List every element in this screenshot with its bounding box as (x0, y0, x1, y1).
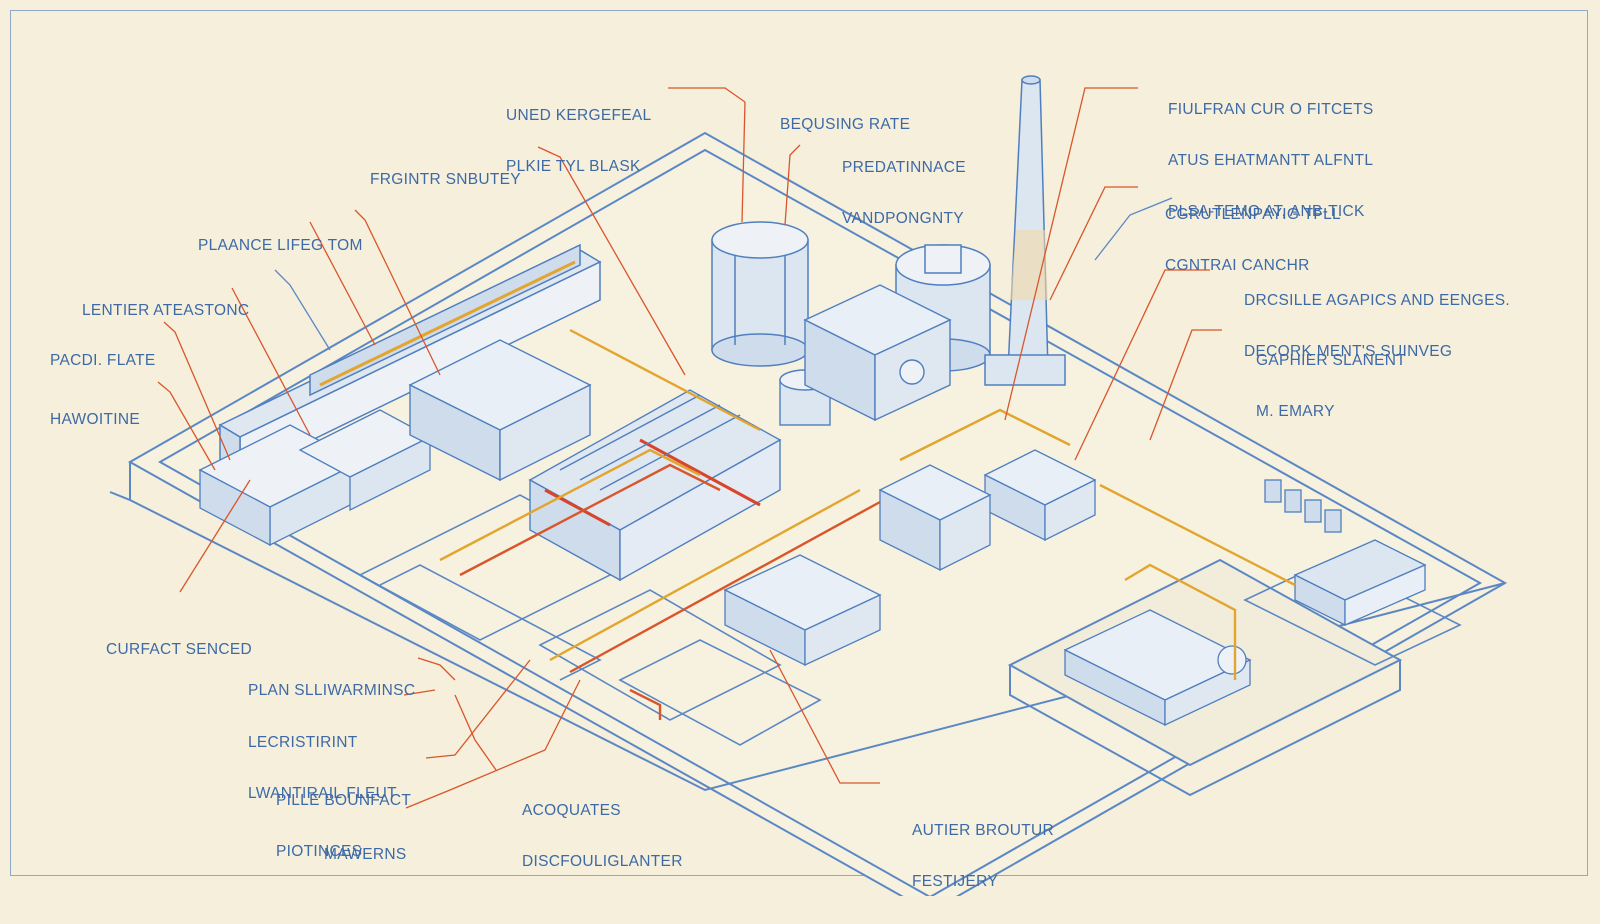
label-fiulfran: FIULFRAN CUR O FITCETS ATUS EHATMANTT AL… (1168, 67, 1374, 254)
bottom-right-complex (1063, 609, 1252, 727)
storage-tank-left (711, 221, 809, 367)
label-lentier-line1: LENTIER ATEASTONC (82, 302, 250, 319)
label-gaphier-line1: GAPHIER SLANENT (1256, 352, 1407, 369)
label-predatinnace-line1: PREDATINNACE (842, 159, 966, 176)
isometric-plant-drawing (109, 75, 1508, 896)
label-gaphier-slanent: GAPHIER SLANENT M. EMARY (1256, 318, 1406, 454)
label-plaance-lifeg-tom: PLAANCE LIFEG TOM (198, 203, 363, 288)
label-cgrutlenpaig-line1: CGRUTLENPAYIG TFLL (1165, 206, 1341, 223)
label-acoquates-line1: ACOQUATES (522, 802, 621, 819)
label-pille-line2: PIOTINCES (276, 843, 363, 860)
label-bequsing-rate: BEQUSING RATE (780, 82, 910, 167)
label-autier-line1: AUTIER BROUTUR (912, 822, 1054, 839)
label-predatinnace: PREDATINNACE VANDPONGNTY (842, 125, 966, 261)
label-curfact-line1: CURFACT SENCED (106, 641, 253, 658)
drawing-frame (10, 10, 1588, 876)
label-hawoitine: HAWOITINE (50, 377, 140, 462)
label-uned-line2: PLKIE TYL BLASK (506, 158, 641, 175)
label-plan-slliwarminsc: PLAN SLLIWARMINSC (248, 648, 415, 733)
label-drcsille: DRCSILLE AGAPICS AND EENGES. DECORK MENT… (1244, 258, 1510, 394)
pipe-runs (439, 328, 1296, 720)
label-bequsing-line1: BEQUSING RATE (780, 116, 911, 133)
leader-lines (157, 87, 1222, 809)
label-acoquates: ACOQUATES DISCFOULIGLANTER (522, 768, 683, 904)
label-drcsille-line2: DECORK MENT'S SUINVEG (1244, 343, 1453, 360)
label-cgrutlenpaig: CGRUTLENPAYIG TFLL CGNTRAI CANCHR (1165, 172, 1341, 308)
label-fiulfran-line3: PLSA-TEMO AT, ANB-TICK (1168, 203, 1365, 220)
label-uned-line1: UNED KERGEFEAL (506, 107, 652, 124)
leader-lines-blue (274, 197, 1173, 351)
label-uned-kergefeal: UNED KERGEFEAL PLKIE TYL BLASK (506, 73, 651, 209)
label-pacdi-line1: PACDI. FLATE (50, 352, 156, 369)
ground-paths (358, 494, 1462, 746)
label-mawerns-line1: MAWERNS (324, 846, 407, 863)
label-frgintr-snbutey: FRGINTR SNBUTEY (370, 137, 521, 222)
label-lecristirint-line2: LWANTIRAIL FLEUT (248, 785, 397, 802)
office-block (408, 339, 592, 482)
label-cgrutlenpaig-line2: CGNTRAI CANCHR (1165, 257, 1310, 274)
reactor-building (803, 284, 952, 422)
label-autier-line2: FESTIJERY (912, 873, 998, 890)
mid-right-blocks (878, 449, 1097, 572)
label-plaance-line1: PLAANCE LIFEG TOM (198, 237, 363, 254)
label-curfact-senced: CURFACT SENCED (106, 607, 252, 692)
label-pille-bounfact: PILLE BOUNFACT PIOTINCES (276, 758, 411, 894)
label-drcsille-line1: DRCSILLE AGAPICS AND EENGES. (1244, 292, 1510, 309)
label-lecristirint: LECRISTIRINT LWANTIRAIL FLEUT (248, 700, 397, 836)
label-lecristirint-line1: LECRISTIRINT (248, 734, 358, 751)
label-predatinnace-line2: VANDPONGNTY (842, 210, 964, 227)
label-pacdi-flate: PACDI. FLATE (50, 318, 156, 403)
label-fiulfran-line1: FIULFRAN CUR O FITCETS (1168, 101, 1374, 118)
label-mawerns: MAWERNS (324, 812, 406, 897)
turbine-hall (528, 389, 782, 582)
label-gaphier-line2: M. EMARY (1256, 403, 1335, 420)
label-plan-line1: PLAN SLLIWARMINSC (248, 682, 416, 699)
left-blocks (198, 409, 432, 547)
label-lentier-ateastonc: LENTIER ATEASTONC (82, 268, 249, 353)
label-pille-line1: PILLE BOUNFACT (276, 792, 412, 809)
label-acoquates-line2: DISCFOULIGLANTER (522, 853, 683, 870)
label-hawoitine-line1: HAWOITINE (50, 411, 140, 428)
left-hall (218, 243, 602, 477)
plant-diagram: UNED KERGEFEAL PLKIE TYL BLASK BEQUSING … (10, 10, 1588, 897)
lower-block (723, 554, 882, 667)
label-fiulfran-line2: ATUS EHATMANTT ALFNTL (1168, 152, 1374, 169)
right-barn (1264, 479, 1427, 627)
label-autier-broutur: AUTIER BROUTUR FESTIJERY (912, 788, 1054, 924)
label-frgintr-line1: FRGINTR SNBUTEY (370, 171, 521, 188)
